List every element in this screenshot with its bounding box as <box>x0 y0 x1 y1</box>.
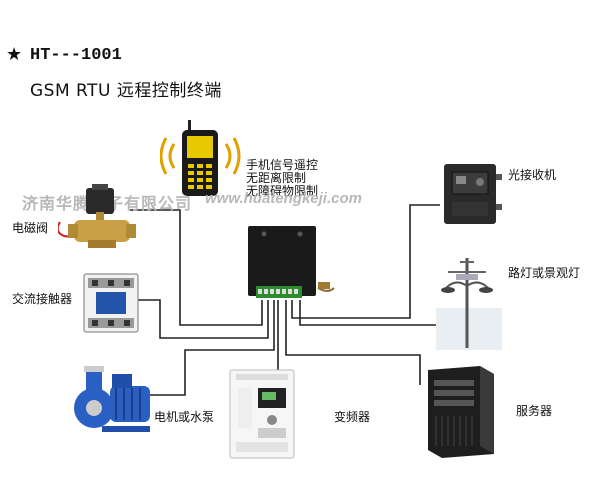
contactor-icon <box>83 273 139 333</box>
mobile-phone-icon <box>160 120 241 196</box>
optical-receiver-label: 光接收机 <box>508 168 557 182</box>
line-server <box>285 300 421 385</box>
line-pump <box>150 300 275 396</box>
star-icon: ★ <box>6 44 23 65</box>
line-optical <box>291 204 440 319</box>
antenna-connector <box>318 282 330 289</box>
solenoid-valve-icon <box>58 184 136 248</box>
inverter-icon <box>229 369 295 459</box>
line-valve <box>130 209 263 326</box>
server-label: 服务器 <box>516 404 553 418</box>
street-lamp-icon <box>436 258 502 350</box>
contactor-label: 交流接触器 <box>12 292 73 306</box>
water-pump-icon <box>74 366 150 432</box>
watermark-url: www.huatengkeji.com <box>205 190 362 207</box>
phone-label-line-2: 无距离限制 <box>246 171 307 185</box>
line-lamp <box>299 300 440 326</box>
device-subtitle: GSM RTU 远程控制终端 <box>30 81 222 101</box>
model-number: HT---1001 <box>30 46 122 65</box>
pump-label: 电机或水泵 <box>154 410 215 424</box>
solenoid-valve-label: 电磁阀 <box>12 221 49 235</box>
inverter-label: 变频器 <box>334 410 371 424</box>
phone-label-line-3: 无障碍物限制 <box>246 184 319 198</box>
street-lamp-label: 路灯或景观灯 <box>508 266 581 280</box>
phone-label-line-1: 手机信号遥控 <box>246 158 319 172</box>
server-icon <box>428 366 494 458</box>
rtu-device <box>248 226 316 298</box>
line-contactor <box>135 299 269 339</box>
optical-receiver-icon <box>444 164 502 224</box>
